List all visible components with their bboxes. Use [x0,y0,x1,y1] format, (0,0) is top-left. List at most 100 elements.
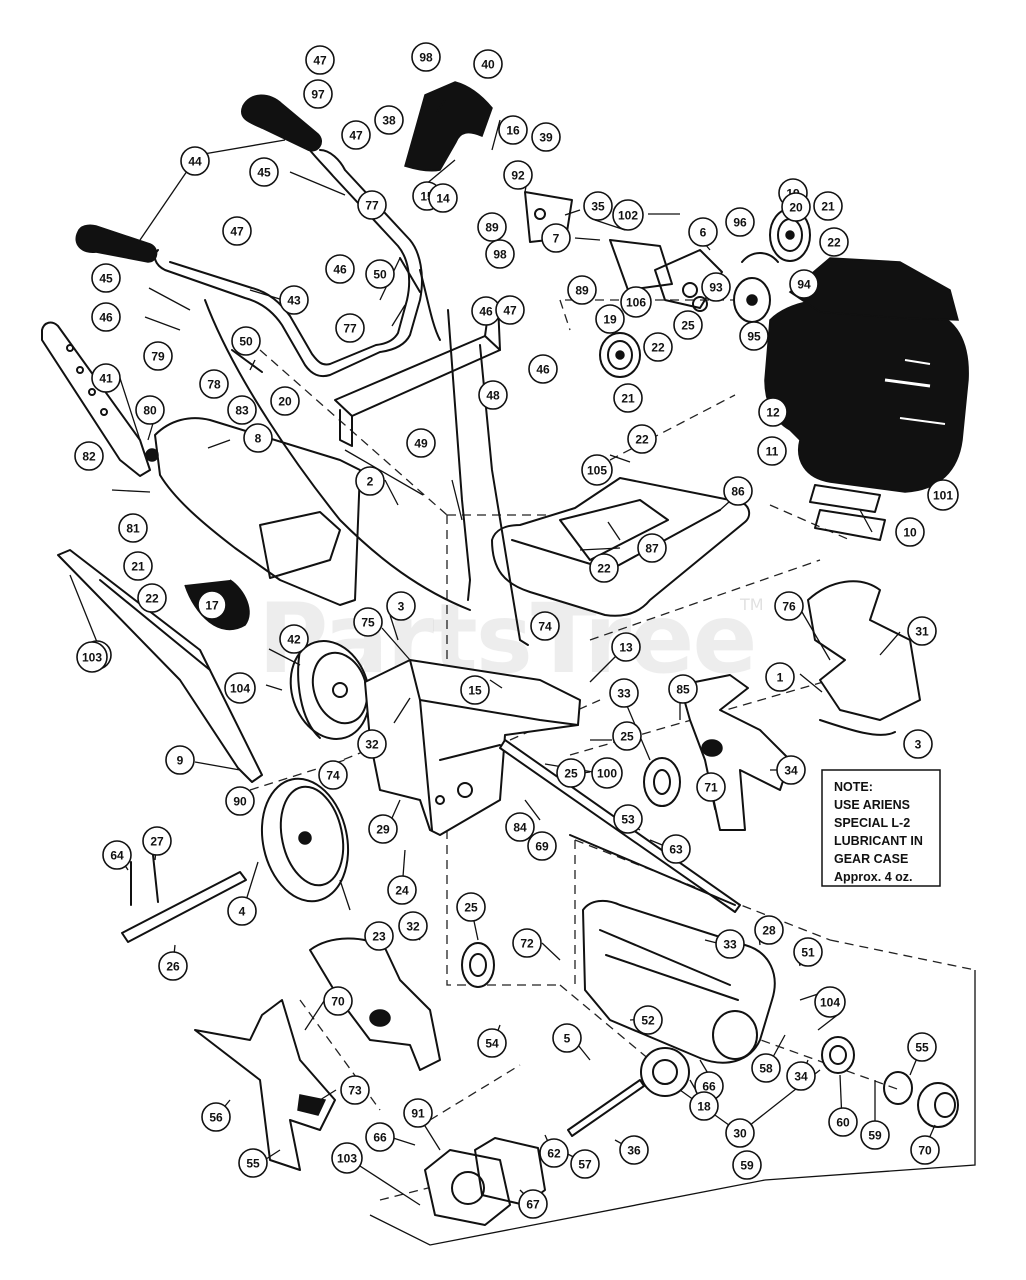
callout-circle [828,1107,858,1137]
callout-5: 5 [552,1023,582,1053]
callout-59: 59 [732,1150,762,1180]
callout-25: 25 [456,892,486,922]
callout-number: 2 [367,475,374,489]
callout-25: 25 [612,721,642,751]
callout-number: 77 [343,322,357,336]
callout-number: 71 [704,781,718,795]
callout-number: 74 [538,620,552,634]
callout-circle [180,146,210,176]
callout-number: 73 [348,1084,362,1098]
callout-64: 64 [102,840,132,870]
callout-77: 77 [335,313,365,343]
callout-22: 22 [627,424,657,454]
callout-number: 41 [99,372,113,386]
callout-number: 89 [485,221,499,235]
callout-76: 76 [774,591,804,621]
callout-circle [340,1075,370,1105]
callout-number: 98 [419,51,433,65]
callout-number: 46 [536,363,550,377]
callout-30: 30 [725,1118,755,1148]
callout-41: 41 [91,363,121,393]
callout-circle [895,517,925,547]
callout-22: 22 [643,332,673,362]
callout-circle [530,611,560,641]
callout-number: 63 [669,843,683,857]
callout-98: 98 [411,42,441,72]
callout-53: 53 [613,804,643,834]
callout-circle [76,641,108,673]
callout-number: 11 [766,445,779,459]
callout-49: 49 [406,428,436,458]
callout-circle [374,105,404,135]
callout-3: 3 [903,729,933,759]
callout-circle [668,674,698,704]
callout-67: 67 [518,1189,548,1219]
callout-circle [927,479,959,511]
note-line-3: SPECIAL L-2 [834,816,910,830]
callout-circle [403,1098,433,1128]
callout-24: 24 [387,875,417,905]
callout-circle [903,729,933,759]
callout-number: 25 [681,319,695,333]
callout-12: 12 [758,397,788,427]
callout-75: 75 [353,607,383,637]
callout-number: 104 [230,682,250,696]
callout-circle [325,254,355,284]
callout-26: 26 [158,951,188,981]
callout-circle [620,286,652,318]
callout-number: 70 [331,995,345,1009]
callout-number: 64 [110,849,124,863]
callout-number: 100 [597,767,617,781]
callout-21: 21 [613,383,643,413]
callout-circle [368,814,398,844]
callout-circle [751,1053,781,1083]
callout-91: 91 [403,1098,433,1128]
callout-circle [485,239,515,269]
callout-number: 20 [789,201,803,215]
callout-circle [776,755,806,785]
callout-circle [398,911,428,941]
callout-number: 25 [620,730,634,744]
callout-number: 48 [486,389,500,403]
callout-33: 33 [609,678,639,708]
callout-number: 84 [513,821,527,835]
callout-circle [102,840,132,870]
clutch-pulley-93 [733,252,779,323]
engine-101 [764,257,969,493]
callout-circle [793,937,823,967]
callout-number: 95 [747,330,761,344]
callout-number: 57 [578,1158,592,1172]
callout-101: 101 [927,479,959,511]
callout-number: 93 [709,281,723,295]
seal-18-cap-67 [883,1071,959,1128]
callout-circle [143,341,173,371]
callout-number: 60 [836,1116,850,1130]
gear-56 [640,1047,690,1097]
callout-100: 100 [591,757,623,789]
callout-circle [907,616,937,646]
lubricant-note: NOTE: USE ARIENS SPECIAL L-2 LUBRICANT I… [821,769,941,887]
callout-circle [279,624,309,654]
callout-22: 22 [819,227,849,257]
callout-number: 30 [733,1127,747,1141]
callout-number: 59 [868,1129,882,1143]
callout-71: 71 [696,772,726,802]
callout-47: 47 [495,295,525,325]
callout-circle [477,212,507,242]
callout-circle [758,397,788,427]
handle-side-bar-41 [41,321,151,477]
callout-89: 89 [477,212,507,242]
callout-number: 46 [479,305,493,319]
callout-circle [723,476,753,506]
callout-circle [91,263,121,293]
callout-23: 23 [364,921,394,951]
callout-104: 104 [224,672,256,704]
tine-30-99 [194,999,336,1171]
callout-number: 67 [526,1198,540,1212]
callout-number: 78 [207,378,221,392]
callout-42: 42 [279,624,309,654]
callout-circle [643,332,673,362]
callout-number: 86 [731,485,745,499]
callout-74: 74 [318,760,348,790]
